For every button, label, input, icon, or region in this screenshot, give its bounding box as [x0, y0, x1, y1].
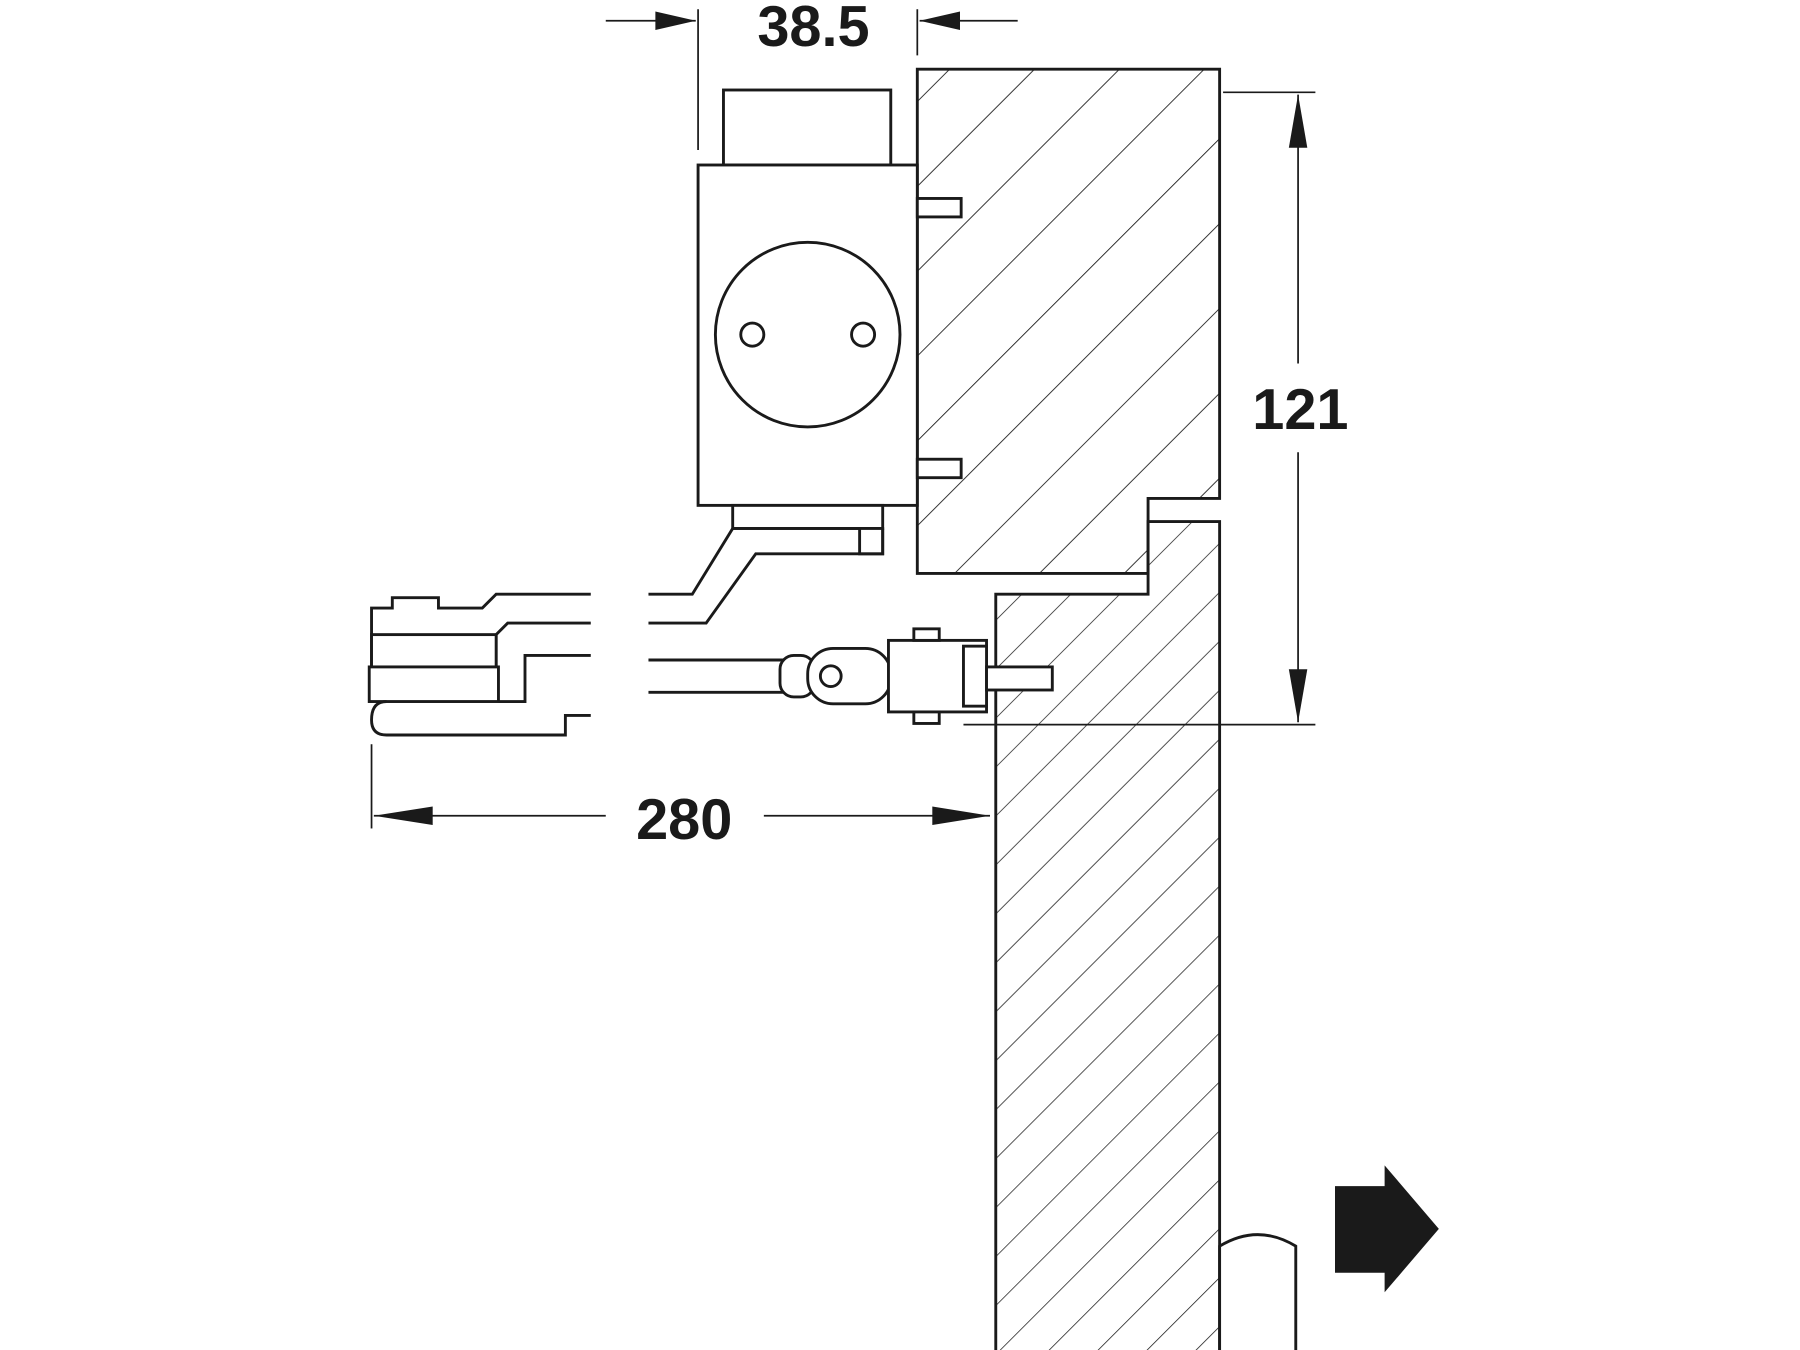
dimension-label-121: 121: [1252, 378, 1348, 442]
fixing-screw: [915, 457, 963, 480]
dimension-label-280: 280: [636, 788, 732, 852]
dimension-121: 121: [963, 91, 1349, 726]
door-frame: [915, 67, 1222, 575]
fixing-screw: [915, 197, 963, 219]
dimension-38-5: 38.5: [605, 0, 1018, 150]
dimension-280: 280: [370, 744, 990, 852]
connecting-rod: [648, 627, 1054, 725]
dimension-label-38-5: 38.5: [757, 0, 869, 59]
main-arm: [648, 527, 885, 625]
door-leaf: [994, 520, 1222, 1350]
arrow-right-icon: [1335, 1165, 1439, 1293]
door-stop: [1218, 1233, 1298, 1350]
arm-head: [367, 592, 591, 737]
closer-body: [696, 88, 919, 556]
